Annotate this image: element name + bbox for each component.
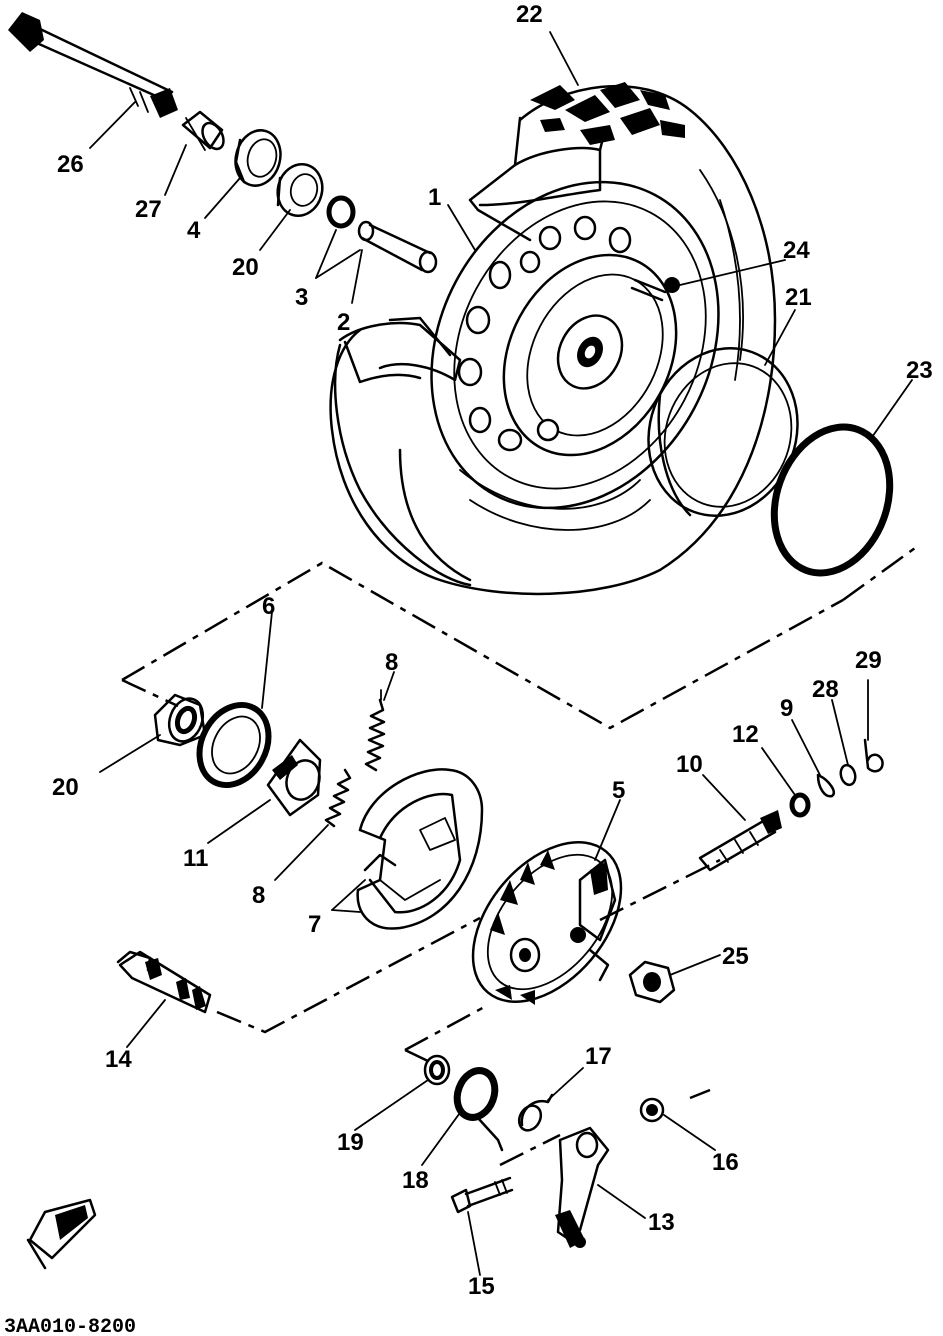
callout-14: 14	[105, 1046, 132, 1073]
seal-6	[196, 701, 272, 789]
axle-26	[8, 12, 178, 118]
callout-9: 9	[780, 695, 793, 722]
callout-28: 28	[812, 676, 839, 703]
spacer-2	[357, 220, 438, 274]
tire-tread	[530, 82, 685, 145]
callout-6: 6	[262, 593, 275, 620]
washer-19	[423, 1054, 451, 1086]
o-ring-23	[770, 423, 894, 577]
clip-9	[816, 773, 836, 798]
callout-8-upper: 8	[385, 649, 398, 676]
rim-band-21	[647, 347, 799, 517]
callout-15: 15	[468, 1273, 495, 1300]
washer-12	[789, 792, 811, 818]
tire	[329, 82, 777, 596]
callout-16: 16	[712, 1149, 739, 1176]
callout-3: 3	[295, 284, 308, 311]
bolt-15	[450, 1176, 514, 1214]
seal-4	[234, 129, 282, 187]
nut-16	[639, 1097, 665, 1123]
nut-25	[628, 960, 676, 1004]
callout-22: 22	[516, 1, 543, 28]
callout-17: 17	[585, 1043, 612, 1070]
callout-4: 4	[187, 217, 201, 244]
callout-12: 12	[732, 721, 759, 748]
leader-lines-lower	[99, 611, 869, 1276]
brake-shoes-7	[356, 768, 484, 930]
callout-27: 27	[135, 196, 162, 223]
callout-19: 19	[337, 1129, 364, 1156]
indicator-17	[517, 1093, 554, 1132]
brake-lever-13	[555, 1126, 610, 1248]
callout-1: 1	[428, 184, 441, 211]
rim-holes	[457, 215, 632, 452]
callout-13: 13	[648, 1209, 675, 1236]
drawing-code: 3AA010-8200	[4, 1316, 136, 1336]
callout-26: 26	[57, 151, 84, 178]
callout-21: 21	[785, 284, 812, 311]
ring-28	[839, 763, 857, 787]
callout-20-lower: 20	[52, 774, 79, 801]
callout-20-upper: 20	[232, 254, 259, 281]
leader-lines-upper	[89, 31, 913, 441]
callout-10: 10	[676, 751, 703, 778]
wheel-rim	[430, 180, 720, 510]
shaft-14	[116, 950, 212, 1014]
spring-8-upper	[364, 689, 386, 772]
callout-25: 25	[722, 943, 749, 970]
brake-plate-5	[471, 841, 623, 1005]
callout-5: 5	[612, 777, 625, 804]
assembly-outline	[121, 546, 916, 1167]
callout-18: 18	[402, 1167, 429, 1194]
bearing-3	[326, 195, 356, 229]
bearing-20-upper	[276, 162, 324, 218]
callout-29: 29	[855, 647, 882, 674]
callout-11: 11	[183, 845, 208, 872]
callout-24: 24	[783, 237, 810, 264]
callout-23: 23	[906, 357, 933, 384]
callout-2: 2	[337, 309, 350, 336]
return-spring-18	[453, 1067, 504, 1152]
spring-8-lower	[324, 768, 352, 828]
collar-27	[181, 110, 225, 151]
callout-labels: 22 1 26 27 4 20 3 2 24 21 23 6 8 29 28 9…	[4, 1, 933, 1336]
callout-8-lower: 8	[252, 882, 265, 909]
gear-11	[266, 738, 322, 817]
valve-24	[630, 277, 680, 302]
callout-7: 7	[308, 911, 321, 938]
camshaft-10	[698, 810, 782, 872]
cotter-29	[863, 738, 884, 773]
forward-arrow-icon	[26, 1198, 97, 1270]
